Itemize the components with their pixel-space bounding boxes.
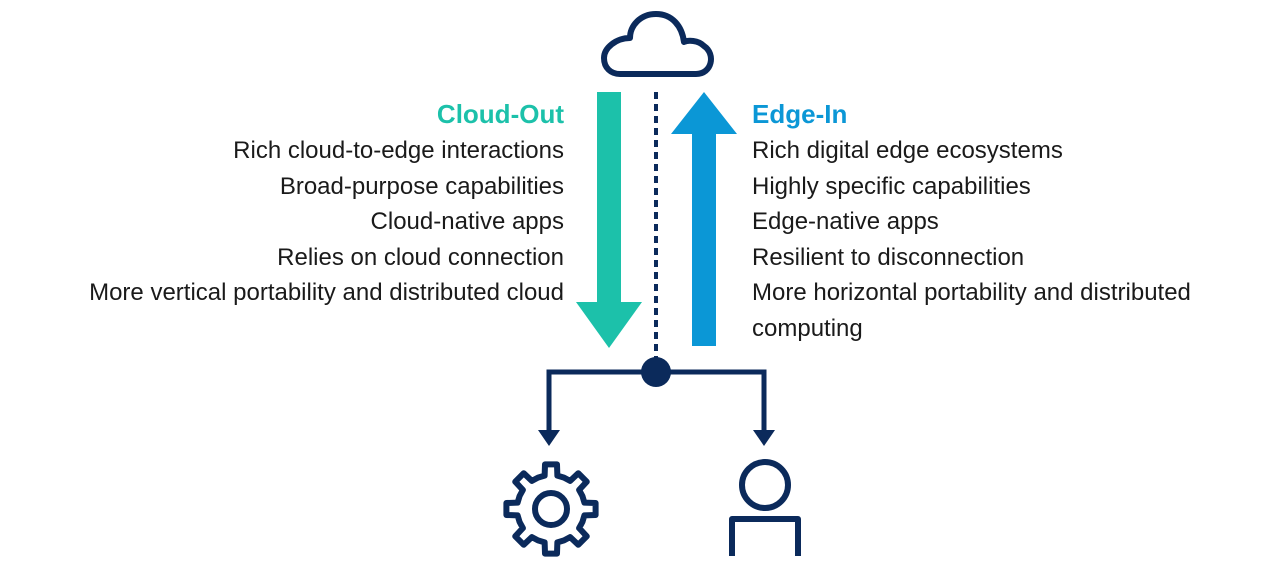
list-item: Cloud-native apps <box>370 208 564 235</box>
edge-in-list: Rich digital edge ecosystems Highly spec… <box>752 133 1267 346</box>
left-branch-arrowhead <box>538 430 560 446</box>
list-item: Broad-purpose capabilities <box>279 172 564 200</box>
list-item: Rich digital edge ecosystems <box>752 137 1063 164</box>
up-arrow-icon <box>671 92 737 346</box>
junction-node-icon <box>641 357 671 387</box>
list-item: Resilient to disconnection <box>752 243 1025 271</box>
list-item: Highly specific capabilities <box>752 172 1031 200</box>
cloud-out-heading: Cloud-Out <box>436 99 564 129</box>
right-branch-arrowhead <box>753 430 775 446</box>
down-arrow-icon <box>576 92 642 348</box>
list-item: More vertical portability and distribute… <box>89 279 564 306</box>
person-icon <box>729 459 801 556</box>
list-item: Rich cloud-to-edge interactions <box>233 137 564 164</box>
edge-in-heading: Edge-In <box>752 99 848 129</box>
gear-icon <box>503 461 599 557</box>
list-item: More horizontal portability and distribu… <box>752 279 1191 342</box>
edge-in-column: Edge-In Rich digital edge ecosystems Hig… <box>752 96 1267 346</box>
list-item: Relies on cloud connection <box>277 243 564 271</box>
cloud-icon <box>601 11 714 77</box>
cloud-out-list: Rich cloud-to-edge interactions Broad-pu… <box>0 133 564 311</box>
list-item: Edge-native apps <box>752 208 939 235</box>
cloud-out-column: Cloud-Out Rich cloud-to-edge interaction… <box>0 96 564 311</box>
